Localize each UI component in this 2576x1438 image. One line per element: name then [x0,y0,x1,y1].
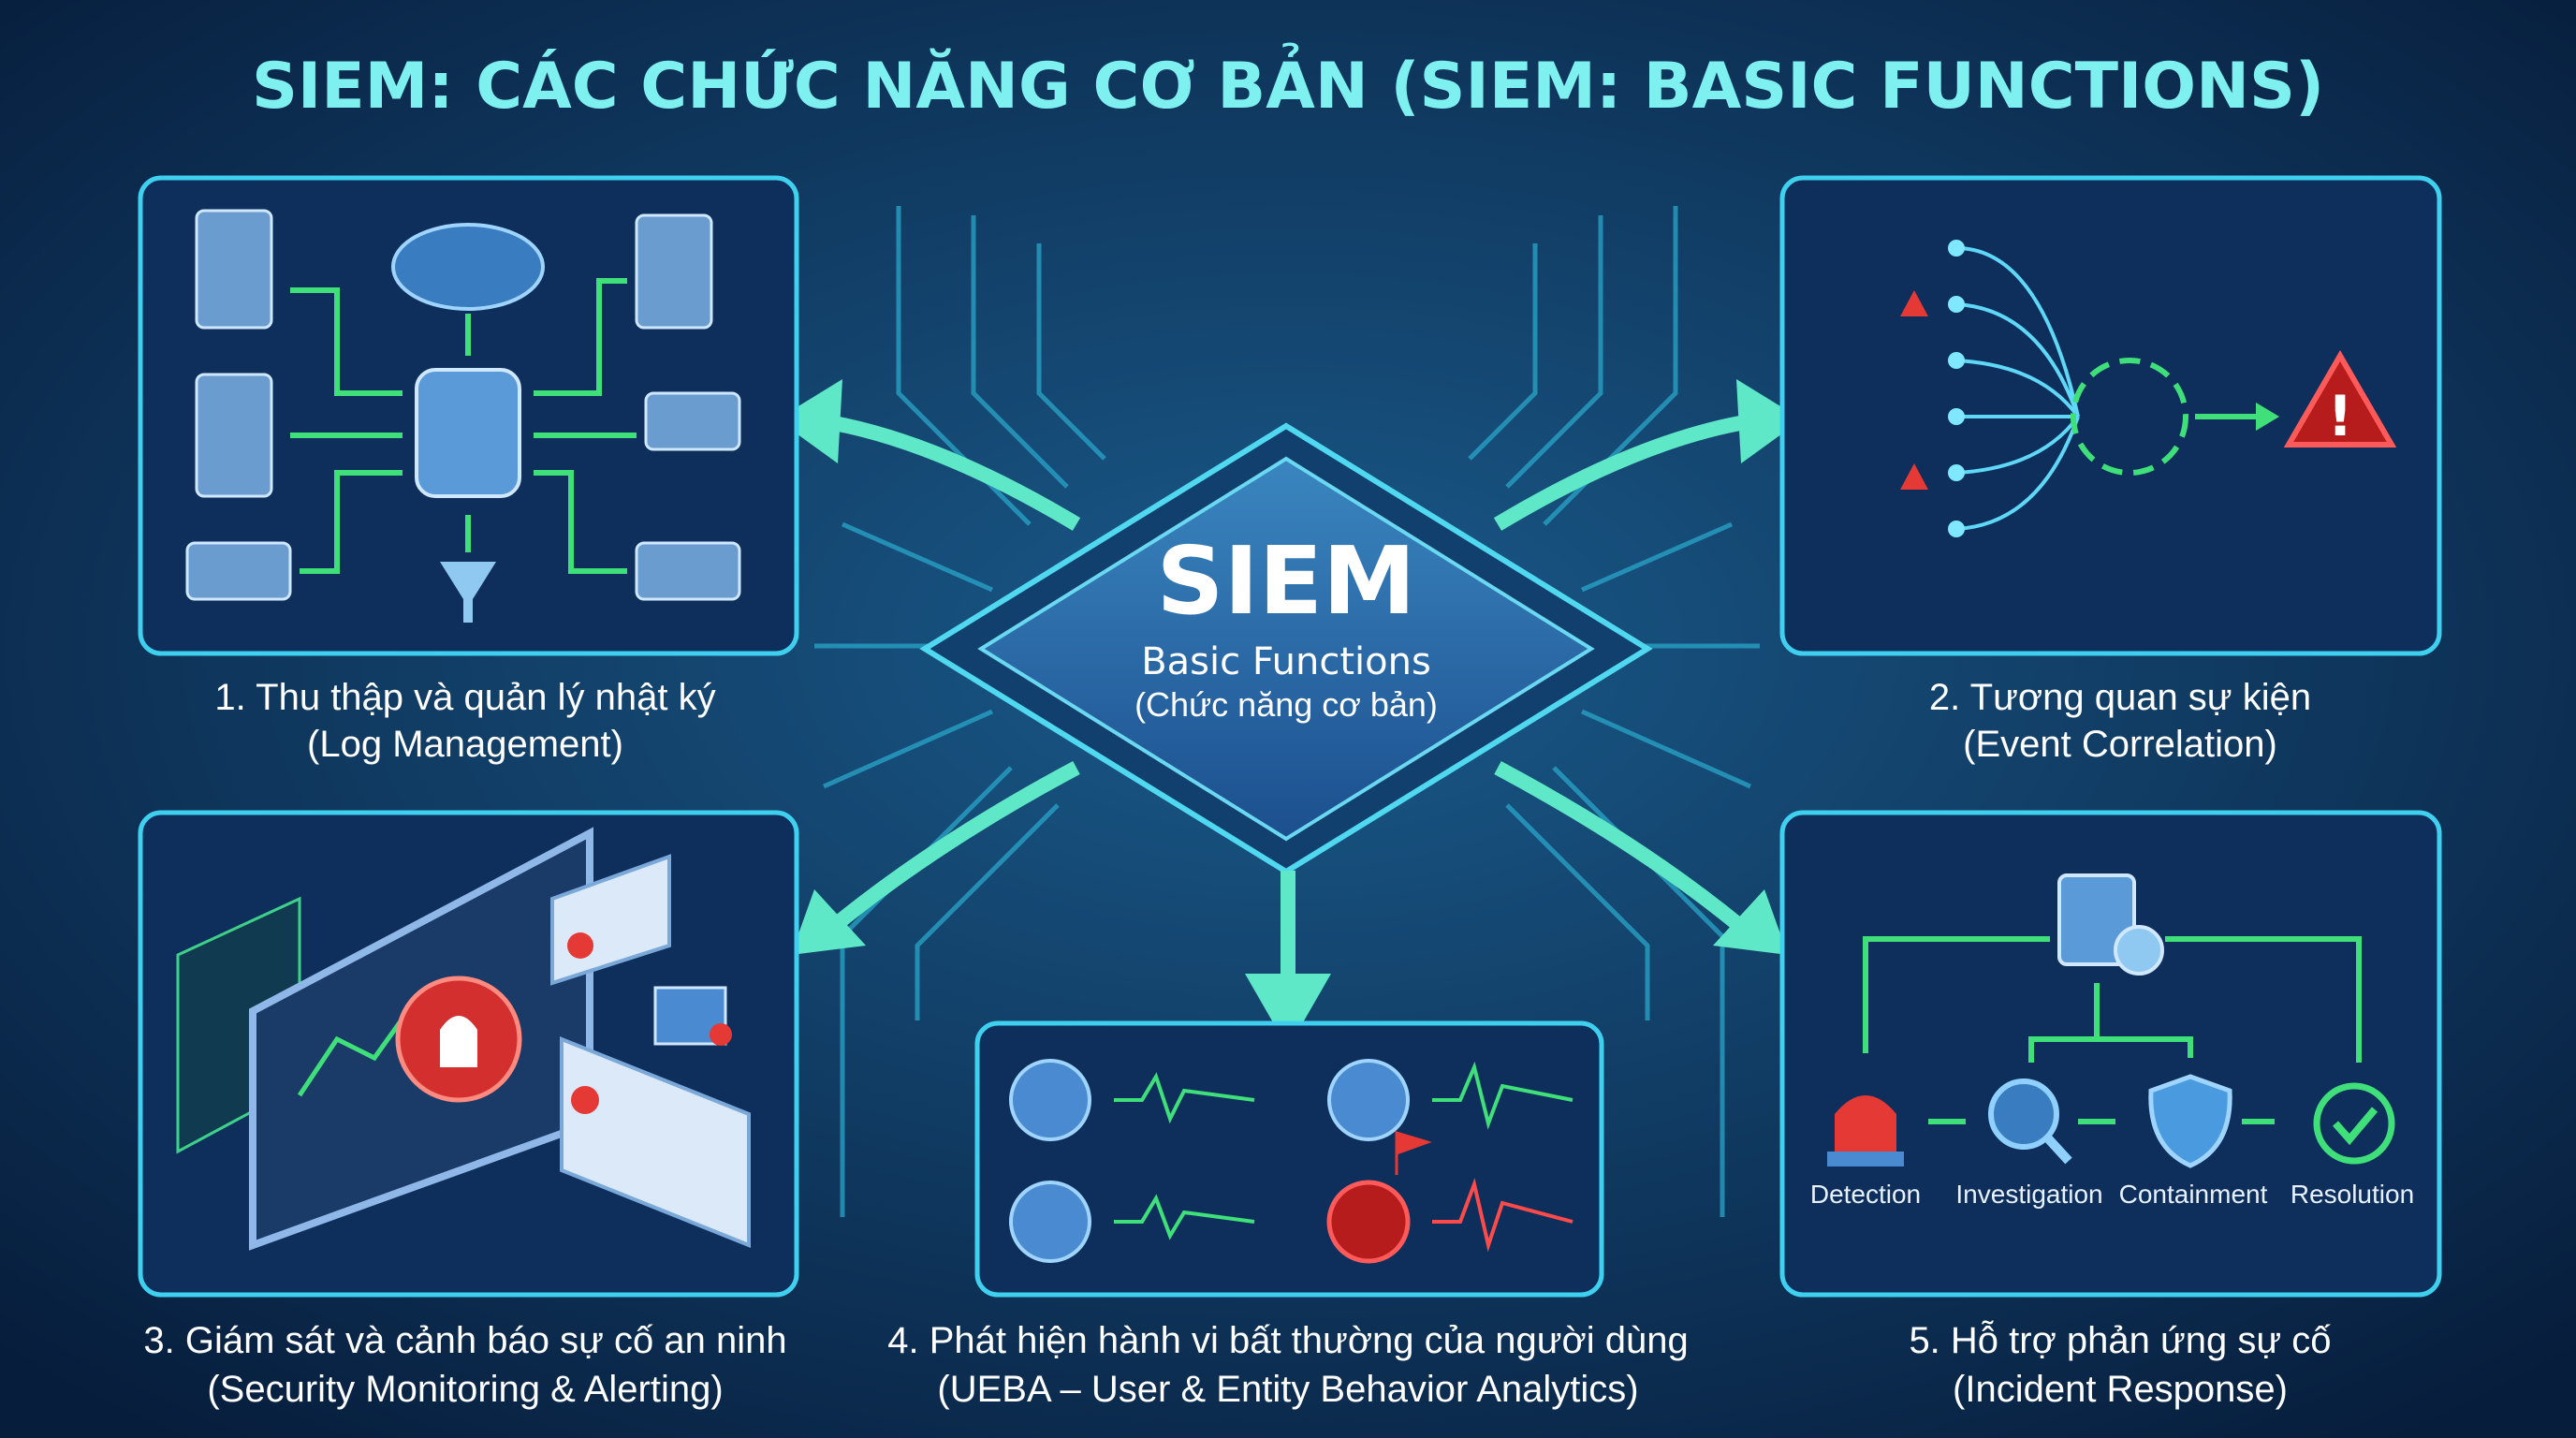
bell-alert-icon [395,976,522,1103]
connector-arrows [777,379,1802,1049]
correlation-engine-icon [2071,358,2188,476]
step-investigation: Investigation [1955,1180,2102,1209]
anomaly-line [1432,1178,1573,1253]
page-title: SIEM: CÁC CHỨC NĂNG CƠ BẢN (SIEM: BASIC … [252,42,2324,124]
email-alert-icon [653,986,732,1046]
function-4-title: 4. Phát hiện hành vi bất thường của ngườ… [887,1320,1689,1361]
function-2-title: 2. Tương quan sự kiện [1929,677,2311,718]
step-containment: Containment [2119,1180,2268,1209]
panel-ueba [974,1020,1604,1298]
function-4-subtitle: (UEBA – User & Entity Behavior Analytics… [937,1369,1638,1410]
activity-line [1114,1061,1573,1240]
panel-event-correlation: ! [1779,175,2442,656]
chip-title: SIEM [1156,526,1415,636]
user-icon [1009,1059,1410,1263]
report-search-icon [2057,873,2164,976]
function-3-subtitle: (Security Monitoring & Alerting) [207,1369,723,1410]
magnifier-icon [1988,1078,2072,1165]
function-5-title: 5. Hỗ trợ phản ứng sự cố [1909,1319,2331,1361]
alert-popup [550,854,671,986]
cloud-database-icon [391,223,545,311]
checkmark-icon [2313,1082,2395,1165]
panel-incident-response: Detection Investigation Containment Reso… [1779,810,2442,1298]
circuit-traces [814,206,1760,1217]
flagged-user-icon [1326,1130,1432,1264]
chip-subtitle-vi: (Chức năng cơ bản) [1134,685,1438,724]
alert-window [560,1036,751,1248]
function-1-title: 1. Thu thập và quản lý nhật ký [214,677,715,718]
panel-log-management [138,175,799,656]
step-detection: Detection [1810,1180,1921,1209]
function-2-subtitle: (Event Correlation) [1963,724,2277,765]
small-alert-icon [1900,290,1928,490]
siren-icon [1827,1095,1904,1167]
warning-icon: ! [2283,350,2397,449]
function-5-subtitle: (Incident Response) [1953,1369,2288,1410]
function-3-title: 3. Giám sát và cảnh báo sự cố an ninh [143,1320,786,1361]
step-resolution: Resolution [2291,1180,2414,1209]
funnel-icon [440,562,496,623]
shield-icon [2148,1074,2232,1168]
function-1-subtitle: (Log Management) [307,724,623,765]
chip-subtitle: Basic Functions [1141,640,1431,683]
svg-text:!: ! [2327,384,2352,449]
server-icon [185,209,741,601]
panel-security-monitoring [138,810,799,1298]
central-database-icon [415,368,521,498]
siem-chip: SIEM Basic Functions (Chức năng cơ bản) [919,422,1653,875]
